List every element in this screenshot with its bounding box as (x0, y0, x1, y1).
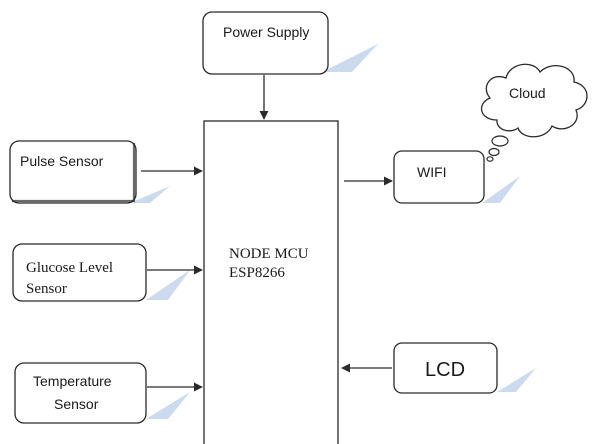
node-mcu-box (203, 120, 339, 444)
power-supply-shadow (322, 44, 378, 72)
glucose-label-line1: Glucose Level (26, 260, 113, 276)
lcd-label: LCD (425, 359, 465, 381)
pulse-sensor-box (9, 140, 137, 204)
pulse-sensor-label: Pulse Sensor (20, 153, 104, 169)
cloud-bubble-medium (488, 147, 500, 157)
cloud-bubble-large (491, 135, 509, 147)
power-supply-box (202, 11, 329, 75)
connectors (141, 75, 393, 392)
lcd-block: LCD (393, 342, 498, 394)
shadow-group (130, 44, 536, 419)
glucose-label-line2: Sensor (26, 281, 67, 297)
cloud-shape (480, 63, 588, 138)
temperature-label-line1: Temperature (33, 373, 112, 389)
glucose-sensor-box (12, 243, 147, 302)
pulse-sensor-box-shade (12, 143, 136, 203)
temperature-sensor-box (14, 362, 147, 424)
glucose-sensor-shadow (146, 270, 190, 300)
wifi-label: WIFI (417, 164, 447, 180)
wifi-block: WIFI (393, 150, 485, 204)
cloud-label: Cloud (509, 85, 546, 101)
power-supply-block: Power Supply (202, 11, 329, 75)
lcd-shadow (497, 368, 536, 392)
glucose-sensor-block: Glucose Level Sensor (12, 243, 147, 302)
cloud-icon: Cloud (480, 63, 588, 162)
node-mcu-block: NODE MCU ESP8266 (203, 120, 339, 444)
temperature-sensor-shadow (146, 392, 190, 419)
temperature-sensor-block: Temperature Sensor (14, 362, 147, 424)
node-mcu-label-line1: NODE MCU (229, 246, 309, 262)
wifi-shadow (482, 176, 520, 203)
pulse-sensor-shadow (130, 186, 170, 203)
pulse-sensor-block: Pulse Sensor (9, 140, 137, 204)
cloud-bubble-small (486, 156, 494, 162)
lcd-box (393, 342, 498, 394)
node-mcu-label-line2: ESP8266 (229, 265, 285, 281)
temperature-label-line2: Sensor (54, 396, 99, 412)
wifi-box (393, 150, 485, 204)
power-supply-label: Power Supply (223, 24, 309, 40)
